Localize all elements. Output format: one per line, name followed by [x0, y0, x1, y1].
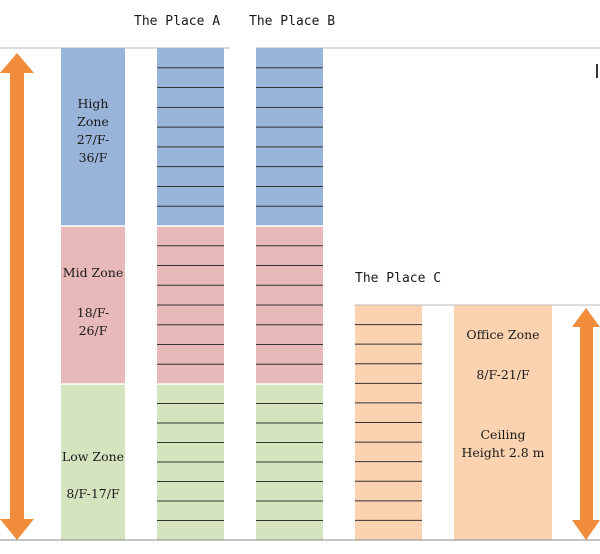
place-b-column [256, 48, 323, 540]
mid-zone-title: Mid Zone [62, 265, 124, 280]
mid-zone-floors: 18/F- 26/F [61, 304, 125, 340]
low-zone-floors: 8/F-17/F [58, 485, 128, 503]
office-zone-floors-line: 8/F-21/F [476, 367, 530, 382]
high-zone-title-line-2: Zone [77, 114, 109, 129]
office-zone-block [454, 305, 552, 540]
office-zone-label: Office Zone [454, 326, 552, 344]
place-a-high-block [157, 48, 224, 226]
high-zone-block [61, 48, 125, 226]
office-zone-title: Office Zone [466, 327, 540, 342]
high-zone-floors-line-1: 27/F- [76, 132, 110, 147]
high-zone-title-line-1: High [77, 96, 109, 111]
right-arrow-shaft [580, 325, 593, 523]
left-double-arrow-icon [0, 53, 34, 540]
building-title-place-b: The Place B [249, 14, 336, 29]
building-title-place-c: The Place C [355, 271, 442, 286]
low-zone-title: Low Zone [61, 449, 125, 464]
building-title-place-a: The Place A [134, 14, 221, 29]
low-zone-label: Low Zone [58, 448, 128, 466]
mid-zone-floors-line-1: 18/F- [76, 305, 110, 320]
left-arrow-head-up [0, 53, 34, 73]
mid-zone-label: Mid Zone [58, 264, 128, 282]
place-b-high-block [256, 48, 323, 226]
right-double-arrow-icon [572, 308, 600, 540]
low-zone-block [61, 384, 125, 540]
place-c-column [355, 305, 422, 540]
office-zone-note-line-1: Ceiling [480, 427, 526, 442]
office-zone-note: Ceiling Height 2.8 m [450, 426, 556, 462]
right-arrow-head-up [572, 308, 600, 327]
high-zone-floors-line-2: 36/F [78, 150, 108, 165]
right-arrow-head-down [572, 520, 600, 540]
edge-mark [596, 64, 598, 78]
office-zone-floors: 8/F-21/F [454, 366, 552, 384]
place-a-column [157, 48, 224, 540]
mid-zone-block [61, 226, 125, 384]
high-zone-label: High Zone 27/F- 36/F [61, 95, 125, 167]
mid-zone-floors-line-2: 26/F [78, 323, 108, 338]
left-arrow-head-down [0, 519, 34, 540]
low-zone-floors-line: 8/F-17/F [66, 486, 120, 501]
left-arrow-shaft [10, 70, 24, 522]
office-zone-note-line-2: Height 2.8 m [461, 445, 545, 460]
